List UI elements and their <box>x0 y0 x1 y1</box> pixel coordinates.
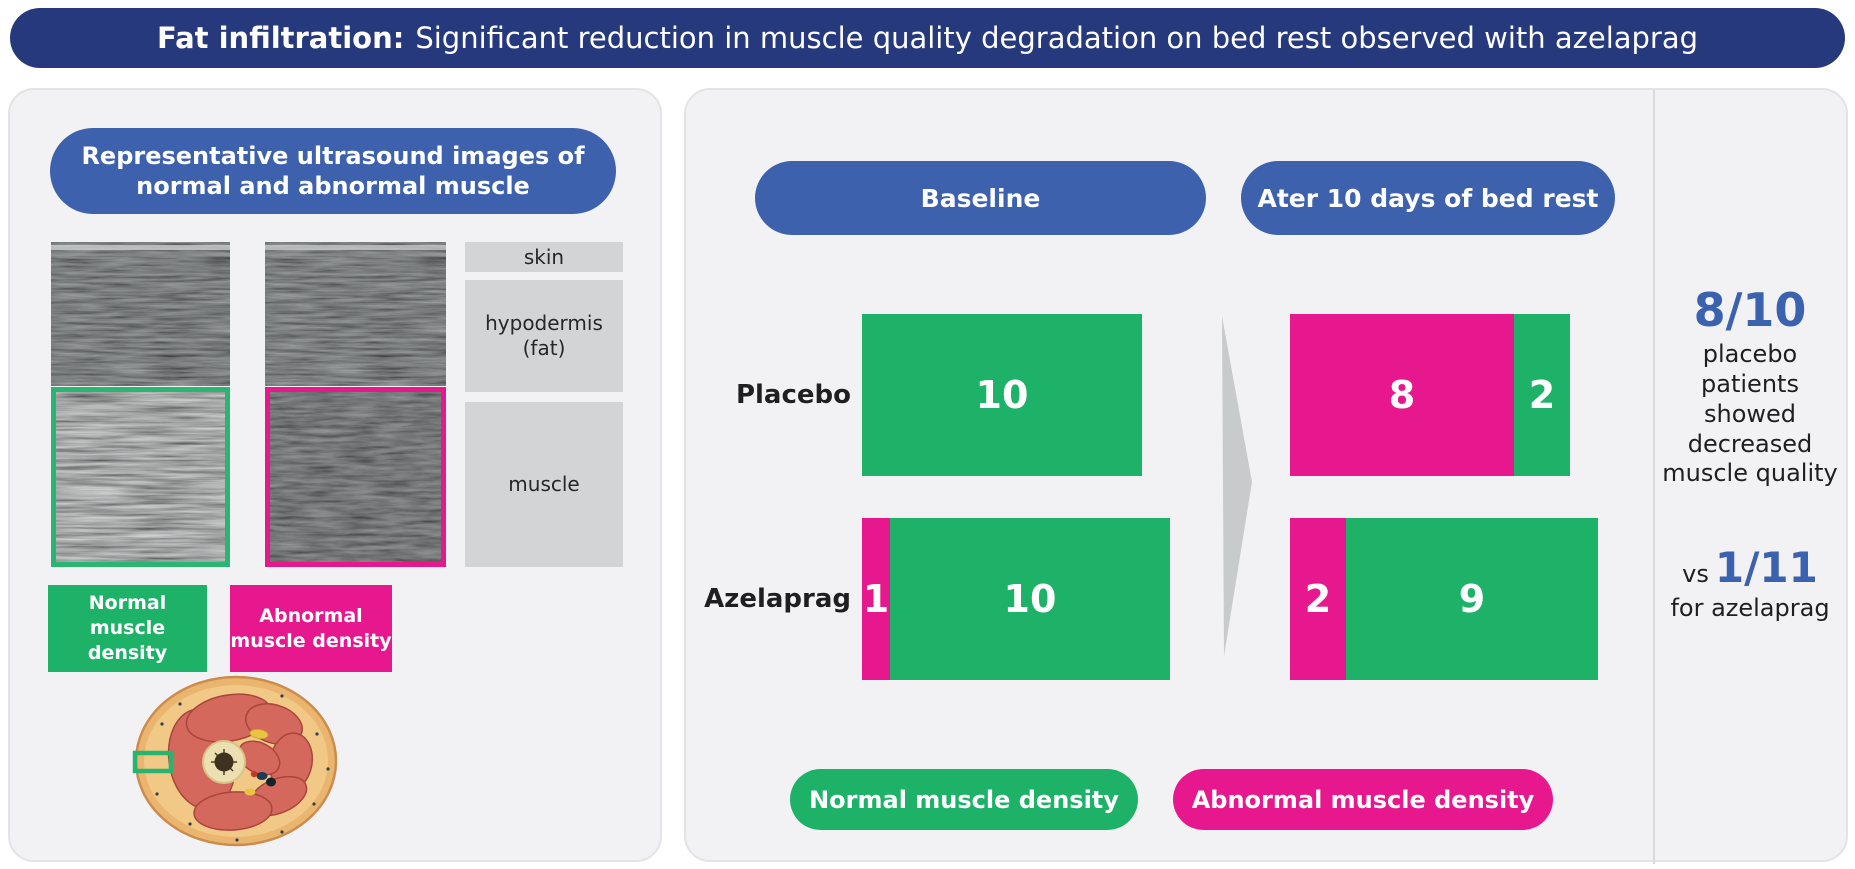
title-banner: Fat infiltration: Significant reduction … <box>10 8 1845 68</box>
abnormal-muscle-highlight-frame <box>265 387 446 567</box>
bar-segment-normal: 10 <box>862 314 1142 476</box>
bar-segment-abnormal: 2 <box>1290 518 1346 680</box>
placebo-stat-caption: placebo patients showed decreased muscle… <box>1662 340 1838 488</box>
after-bed-rest-column-header: Ater 10 days of bed rest <box>1241 161 1615 235</box>
legend-normal-density: Normal muscle density <box>790 769 1138 830</box>
row-label-azelaprag: Azelaprag <box>704 584 851 614</box>
ultrasound-column-abnormal <box>265 242 446 567</box>
abnormal-density-label: Abnormal muscle density <box>230 585 392 672</box>
bar-segment-abnormal: 1 <box>862 518 890 680</box>
bar-segment-normal: 9 <box>1346 518 1598 680</box>
baseline-column-header: Baseline <box>755 161 1206 235</box>
transition-arrow-icon <box>1222 316 1252 656</box>
azelaprag-stat-value: 1/11 <box>1714 543 1818 593</box>
bar-segment-normal: 2 <box>1514 314 1570 476</box>
bar-segment-normal: 10 <box>890 518 1170 680</box>
bar-placebo-baseline: 10 <box>862 314 1142 476</box>
ultrasound-image-normal-top <box>51 242 230 386</box>
legend-abnormal-density: Abnormal muscle density <box>1173 769 1553 830</box>
panel-divider <box>1653 90 1655 864</box>
title-lead: Fat infiltration: <box>156 21 405 55</box>
bar-segment-abnormal: 8 <box>1290 314 1514 476</box>
title-text: Significant reduction in muscle quality … <box>415 21 1699 55</box>
sample-region-marker <box>132 750 174 774</box>
bed-rest-chart-panel: Baseline Ater 10 days of bed rest Placeb… <box>684 88 1848 864</box>
placebo-stat-value: 8/10 <box>1693 283 1807 337</box>
ultrasound-image-abnormal-muscle <box>270 392 441 562</box>
normal-muscle-highlight-frame <box>51 387 230 567</box>
row-label-placebo: Placebo <box>735 380 851 410</box>
layer-label-hypodermis: hypodermis (fat) <box>465 280 623 392</box>
ultrasound-image-abnormal-top <box>265 242 446 386</box>
stat-summary: 8/10 placebo patients showed decreased m… <box>1662 286 1838 622</box>
layer-label-skin: skin <box>465 242 623 272</box>
layer-label-muscle: muscle <box>465 402 623 567</box>
muscle-cross-section-illustration <box>132 675 338 847</box>
azelaprag-stat-caption: for azelaprag <box>1670 594 1830 623</box>
normal-density-label: Normal muscle density <box>48 585 207 672</box>
ultrasound-column-normal <box>51 242 230 567</box>
ultrasound-panel-header: Representative ultrasound images of norm… <box>50 128 616 214</box>
ultrasound-panel: Representative ultrasound images of norm… <box>8 88 662 862</box>
vs-label: vs <box>1682 560 1709 589</box>
ultrasound-image-normal-muscle <box>56 392 225 562</box>
